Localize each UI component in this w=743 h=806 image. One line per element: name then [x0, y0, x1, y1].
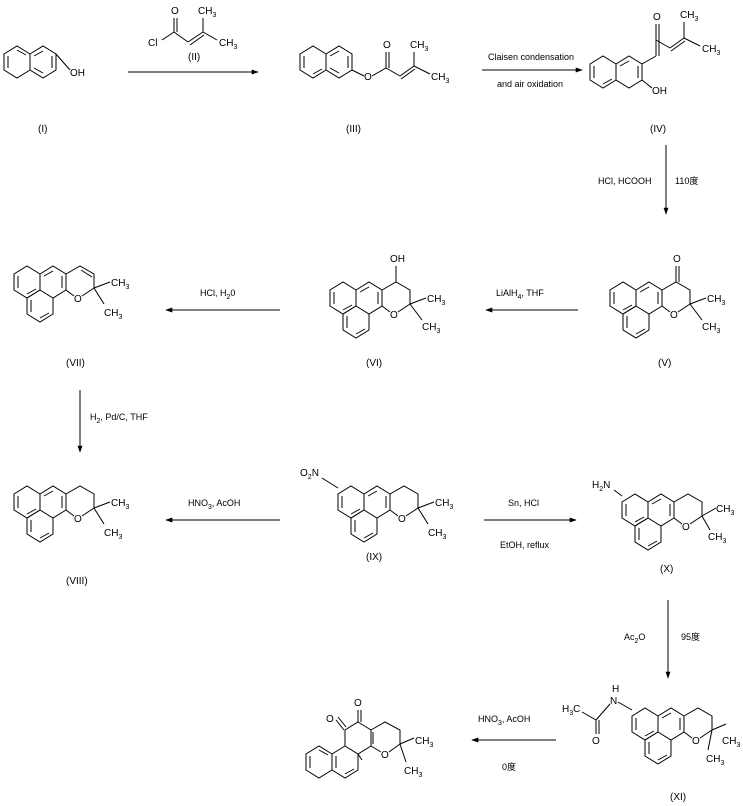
svg-text:CH3: CH3 — [427, 294, 445, 307]
svg-text:CH3: CH3 — [431, 72, 449, 85]
carbonyl-o-label: O — [171, 6, 179, 17]
svg-text:CH3: CH3 — [104, 528, 122, 541]
svg-text:CH3: CH3 — [410, 40, 428, 53]
compound-iii-structure: O O CH3 CH3 — [299, 40, 449, 85]
chlorine-label: Cl — [148, 38, 157, 49]
svg-text:O: O — [653, 12, 661, 23]
compound-iv-label: (IV) — [650, 124, 666, 135]
svg-text:O: O — [354, 698, 362, 709]
svg-text:CH3: CH3 — [111, 498, 129, 511]
svg-text:CH3: CH3 — [702, 44, 720, 57]
compound-iii-label: (III) — [346, 124, 361, 135]
svg-text:CH3: CH3 — [111, 278, 129, 291]
svg-text:O: O — [74, 514, 82, 525]
compound-xi-label: (XI) — [670, 792, 686, 803]
svg-text:O: O — [326, 714, 334, 725]
compound-ix-structure: O2N O CH3 CH3 — [300, 468, 453, 543]
svg-text:O: O — [692, 736, 700, 747]
compound-v-structure: O O CH3 CH3 — [609, 254, 725, 339]
compound-iv-structure: OH O CH3 CH3 — [589, 10, 720, 97]
svg-text:CH3: CH3 — [680, 10, 698, 23]
svg-text:CH3: CH3 — [198, 6, 216, 19]
svg-text:O: O — [682, 522, 690, 533]
svg-text:O: O — [74, 294, 82, 305]
reagent-air-oxidation: and air oxidation — [497, 79, 563, 89]
compound-x-structure: H2N O CH3 CH3 — [592, 480, 734, 551]
reagent-hcl-hcooh: HCl, HCOOH — [598, 176, 652, 186]
compound-vi-structure: O OH CH3 CH3 — [329, 254, 445, 339]
reagent-hno3-acoh: HNO3, AcOH — [188, 498, 240, 511]
compound-x-label: (X) — [660, 564, 673, 575]
svg-text:OH: OH — [390, 254, 405, 265]
svg-text:CH3: CH3 — [219, 38, 237, 51]
reagent-h2-pdc: H2, Pd/C, THF — [90, 412, 148, 425]
compound-ix-label: (IX) — [366, 552, 382, 563]
svg-text:CH3: CH3 — [428, 528, 446, 541]
reagent-etoh-reflux: EtOH, reflux — [500, 540, 550, 550]
svg-text:CH3: CH3 — [415, 736, 433, 749]
reagent-sn-hcl: Sn, HCl — [508, 498, 539, 508]
svg-text:O: O — [670, 310, 678, 321]
svg-text:O: O — [398, 514, 406, 525]
svg-text:CH3: CH3 — [702, 322, 720, 335]
svg-text:CH3: CH3 — [404, 766, 422, 779]
svg-text:H3C: H3C — [562, 704, 580, 717]
amide-n-label: H N — [610, 684, 622, 707]
svg-text:O2N: O2N — [300, 468, 319, 481]
svg-text:H2N: H2N — [592, 480, 610, 493]
product-quinone-structure: O O O CH3 CH3 — [305, 698, 433, 779]
svg-text:O: O — [592, 736, 600, 747]
svg-text:O: O — [673, 254, 681, 265]
svg-text:CH3: CH3 — [716, 504, 734, 517]
reagent-hno3-acoh-2: HNO3, AcOH — [478, 714, 530, 727]
svg-text:CH3: CH3 — [435, 498, 453, 511]
svg-text:O: O — [364, 72, 372, 83]
svg-text:O: O — [390, 310, 398, 321]
svg-text:CH3: CH3 — [722, 736, 740, 749]
reagent-ac2o: Ac2O — [624, 632, 645, 645]
reagent-95-deg: 95度 — [681, 631, 700, 642]
svg-text:O: O — [381, 750, 389, 761]
svg-text:CH3: CH3 — [707, 294, 725, 307]
compound-ii-label: (II) — [188, 52, 200, 63]
hydroxyl-label: OH — [70, 68, 85, 79]
svg-text:O: O — [383, 40, 391, 51]
compound-vii-label: (VII) — [66, 358, 85, 369]
svg-text:CH3: CH3 — [422, 322, 440, 335]
reagent-lialh4: LiAlH4, THF — [496, 288, 544, 301]
svg-text:CH3: CH3 — [706, 754, 724, 767]
svg-text:OH: OH — [652, 86, 667, 97]
compound-viii-structure: O CH3 CH3 — [13, 485, 129, 543]
compound-i-label: (I) — [38, 124, 47, 135]
compound-i-structure: OH — [3, 45, 85, 79]
reagent-110-deg: 110度 — [675, 175, 698, 186]
svg-text:CH3: CH3 — [104, 308, 122, 321]
compound-vii-structure: O CH3 CH3 — [13, 265, 129, 323]
compound-xi-structure: H3C O H N O CH3 CH3 — [562, 684, 740, 767]
compound-v-label: (V) — [658, 358, 671, 369]
compound-viii-label: (VIII) — [66, 576, 88, 587]
reagent-claisen: Claisen condensation — [488, 52, 574, 62]
reagent-0-deg: 0度 — [502, 761, 516, 772]
compound-vi-label: (VI) — [366, 358, 382, 369]
reagent-hcl-h2o: HCl, H20 — [200, 288, 235, 301]
compound-ii-structure: Cl O CH3 CH3 — [148, 6, 237, 51]
svg-text:CH3: CH3 — [708, 532, 726, 545]
